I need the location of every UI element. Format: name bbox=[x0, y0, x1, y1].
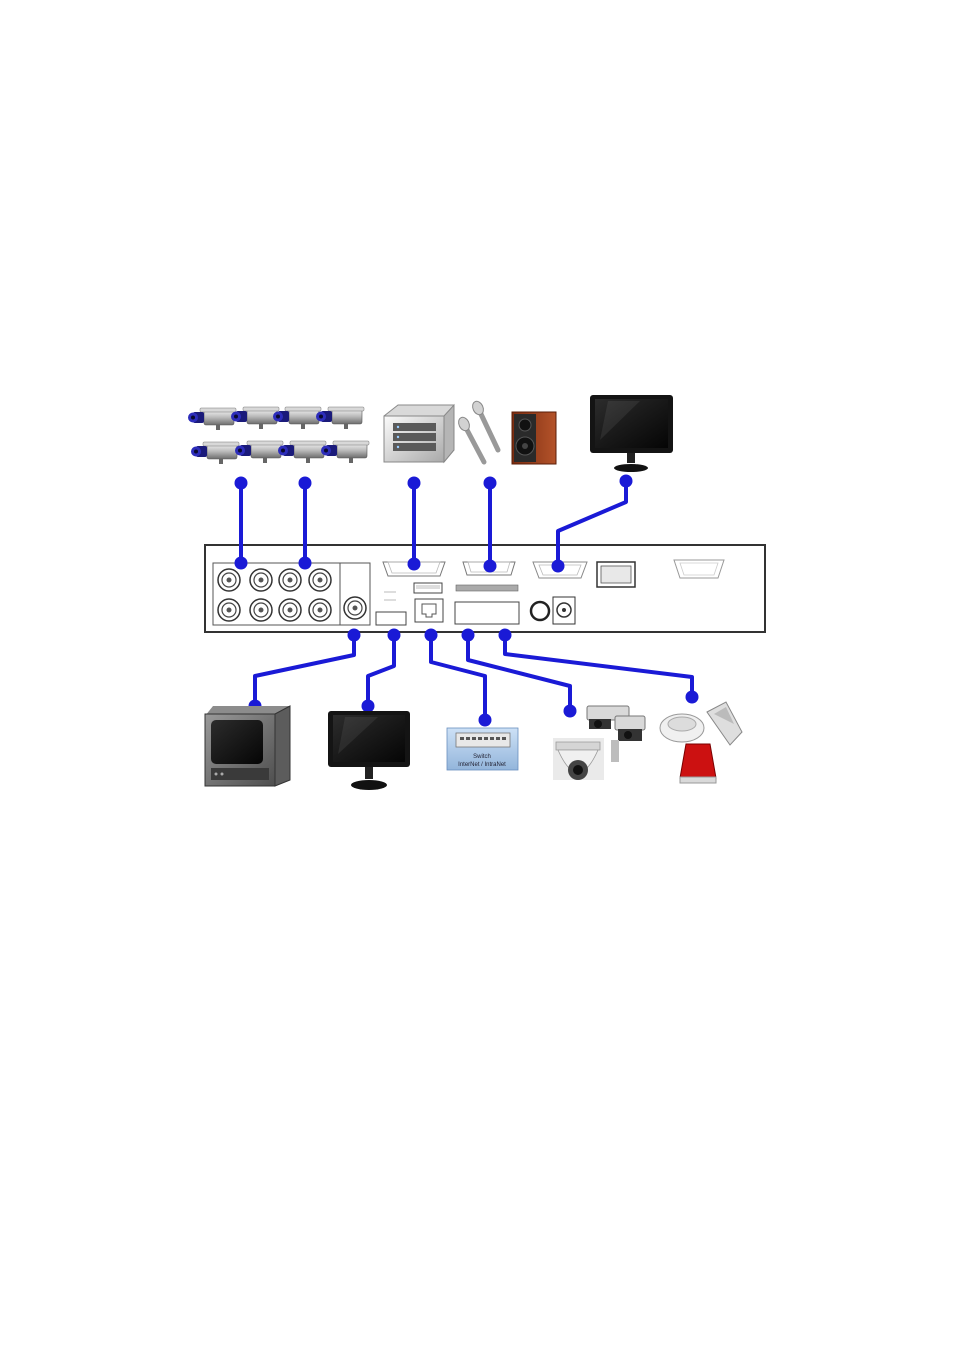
connector-dot bbox=[484, 560, 497, 573]
bnc-port bbox=[218, 569, 240, 591]
connector-dot bbox=[620, 475, 633, 488]
microphone-speaker-icon bbox=[457, 400, 556, 464]
crt-monitor-icon bbox=[205, 706, 290, 786]
cctv-cameras-group bbox=[188, 407, 369, 464]
bnc-port bbox=[250, 599, 272, 621]
connector-dot bbox=[564, 705, 577, 718]
connector-dot bbox=[408, 558, 421, 571]
switch-label: Switch bbox=[473, 754, 491, 760]
usb-ports bbox=[414, 583, 442, 593]
cctv-camera-icon bbox=[231, 407, 279, 429]
alarm-sensor-icon bbox=[660, 702, 742, 783]
connector-dot bbox=[462, 629, 475, 642]
bnc-port bbox=[309, 569, 331, 591]
connector-dot bbox=[408, 477, 421, 490]
vga-monitor-icon bbox=[590, 395, 673, 472]
connector-dot bbox=[362, 700, 375, 713]
bnc-port bbox=[279, 569, 301, 591]
lan-rj45-port bbox=[415, 599, 443, 622]
cctv-camera-icon bbox=[316, 407, 364, 429]
bnc-port bbox=[309, 599, 331, 621]
connector-dot bbox=[299, 477, 312, 490]
video-out-bnc-port bbox=[344, 597, 366, 619]
connector-dot bbox=[552, 560, 565, 573]
connector-dot bbox=[686, 691, 699, 704]
network-switch-icon: Switch InterNet / IntraNet bbox=[447, 728, 518, 770]
speaker-icon bbox=[512, 412, 556, 464]
motion-sensor-icon bbox=[707, 702, 742, 745]
connector-dot bbox=[235, 477, 248, 490]
connector-dot bbox=[348, 629, 361, 642]
network-label: InterNet / IntraNet bbox=[458, 762, 506, 768]
connector-dot bbox=[499, 629, 512, 642]
cctv-camera-icon bbox=[278, 441, 326, 463]
cctv-camera-icon bbox=[321, 441, 369, 463]
connector-dot bbox=[299, 557, 312, 570]
connector-dot bbox=[484, 477, 497, 490]
alarm-link bbox=[505, 635, 692, 697]
rs232-port bbox=[674, 560, 724, 578]
connector-dot bbox=[425, 629, 438, 642]
bnc-port bbox=[250, 569, 272, 591]
hdmi-monitor-link bbox=[368, 635, 394, 706]
ptz-dome-camera-icon bbox=[553, 738, 604, 780]
cctv-camera-icon bbox=[188, 408, 236, 430]
bnc-port bbox=[279, 599, 301, 621]
ir-jack bbox=[531, 602, 549, 620]
cctv-camera-icon bbox=[191, 442, 239, 464]
dvr-rear-panel bbox=[205, 545, 765, 632]
dc-power-jack bbox=[553, 597, 575, 624]
bnc-port bbox=[218, 599, 240, 621]
hdmi-monitor-icon bbox=[328, 711, 410, 790]
cctv-camera-icon bbox=[235, 441, 283, 463]
smoke-detector-icon bbox=[660, 714, 704, 742]
siren-icon bbox=[680, 744, 716, 783]
power-switch bbox=[597, 562, 635, 587]
terminal-block bbox=[455, 585, 519, 624]
network-link bbox=[431, 635, 485, 720]
connector-dot bbox=[479, 714, 492, 727]
crt-monitor-link bbox=[255, 635, 354, 706]
nas-storage-icon bbox=[384, 405, 454, 462]
cctv-camera-icon bbox=[273, 407, 321, 429]
microphone-icon bbox=[457, 400, 498, 462]
connector-dot bbox=[235, 557, 248, 570]
connector-dot bbox=[388, 629, 401, 642]
